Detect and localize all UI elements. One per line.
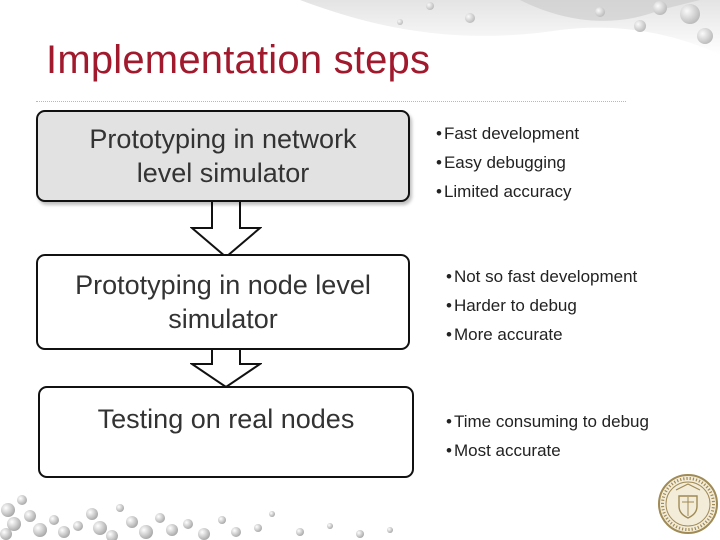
bullet-item: •Most accurate (446, 436, 649, 465)
step-label: Prototyping in network level simulator (89, 122, 356, 190)
bullet-list-step-3: •Time consuming to debug •Most accurate (446, 407, 649, 465)
step-box-node-simulator: Prototyping in node level simulator (36, 254, 410, 350)
bullet-dot: • (446, 267, 452, 286)
bullet-text: Limited accuracy (443, 182, 572, 201)
bullet-dot: • (436, 124, 442, 143)
step-box-real-nodes: Testing on real nodes (38, 386, 414, 478)
step-label-line: Prototyping in network (89, 124, 357, 154)
down-arrow-icon (190, 200, 262, 258)
step-box-network-simulator: Prototyping in network level simulator (36, 110, 410, 202)
step-label-line: level simulator (136, 158, 310, 188)
step-label: Prototyping in node level simulator (75, 268, 371, 336)
university-seal-icon (658, 474, 718, 534)
bullet-dot: • (446, 412, 452, 431)
bullet-text: More accurate (453, 325, 563, 344)
bullet-item: •Easy debugging (436, 148, 579, 177)
bullet-text: Fast development (443, 124, 580, 143)
bullet-dot: • (446, 325, 452, 344)
step-label: Testing on real nodes (98, 402, 355, 436)
slide-title: Implementation steps (46, 38, 431, 82)
bullet-text: Time consuming to debug (453, 412, 649, 431)
bullet-dot: • (446, 296, 452, 315)
step-label-line: Prototyping in node level (75, 270, 371, 300)
bullet-dot: • (436, 182, 442, 201)
step-label-line: Testing on real nodes (97, 404, 355, 434)
bullet-list-step-1: •Fast development •Easy debugging •Limit… (436, 119, 579, 206)
bullet-text: Most accurate (453, 441, 561, 460)
bottom-decoration (0, 495, 393, 540)
bullet-item: •Harder to debug (446, 291, 637, 320)
bullet-dot: • (436, 153, 442, 172)
bullet-item: •Not so fast development (446, 262, 637, 291)
step-label-line: simulator (168, 304, 278, 334)
bullet-item: •More accurate (446, 320, 637, 349)
bullet-text: Harder to debug (453, 296, 577, 315)
title-divider (36, 101, 626, 102)
down-arrow-icon (190, 348, 262, 388)
bullet-item: •Limited accuracy (436, 177, 579, 206)
bullet-dot: • (446, 441, 452, 460)
bullet-text: Easy debugging (443, 153, 566, 172)
bullet-text: Not so fast development (453, 267, 638, 286)
bullet-list-step-2: •Not so fast development •Harder to debu… (446, 262, 637, 349)
bullet-item: •Time consuming to debug (446, 407, 649, 436)
bullet-item: •Fast development (436, 119, 579, 148)
